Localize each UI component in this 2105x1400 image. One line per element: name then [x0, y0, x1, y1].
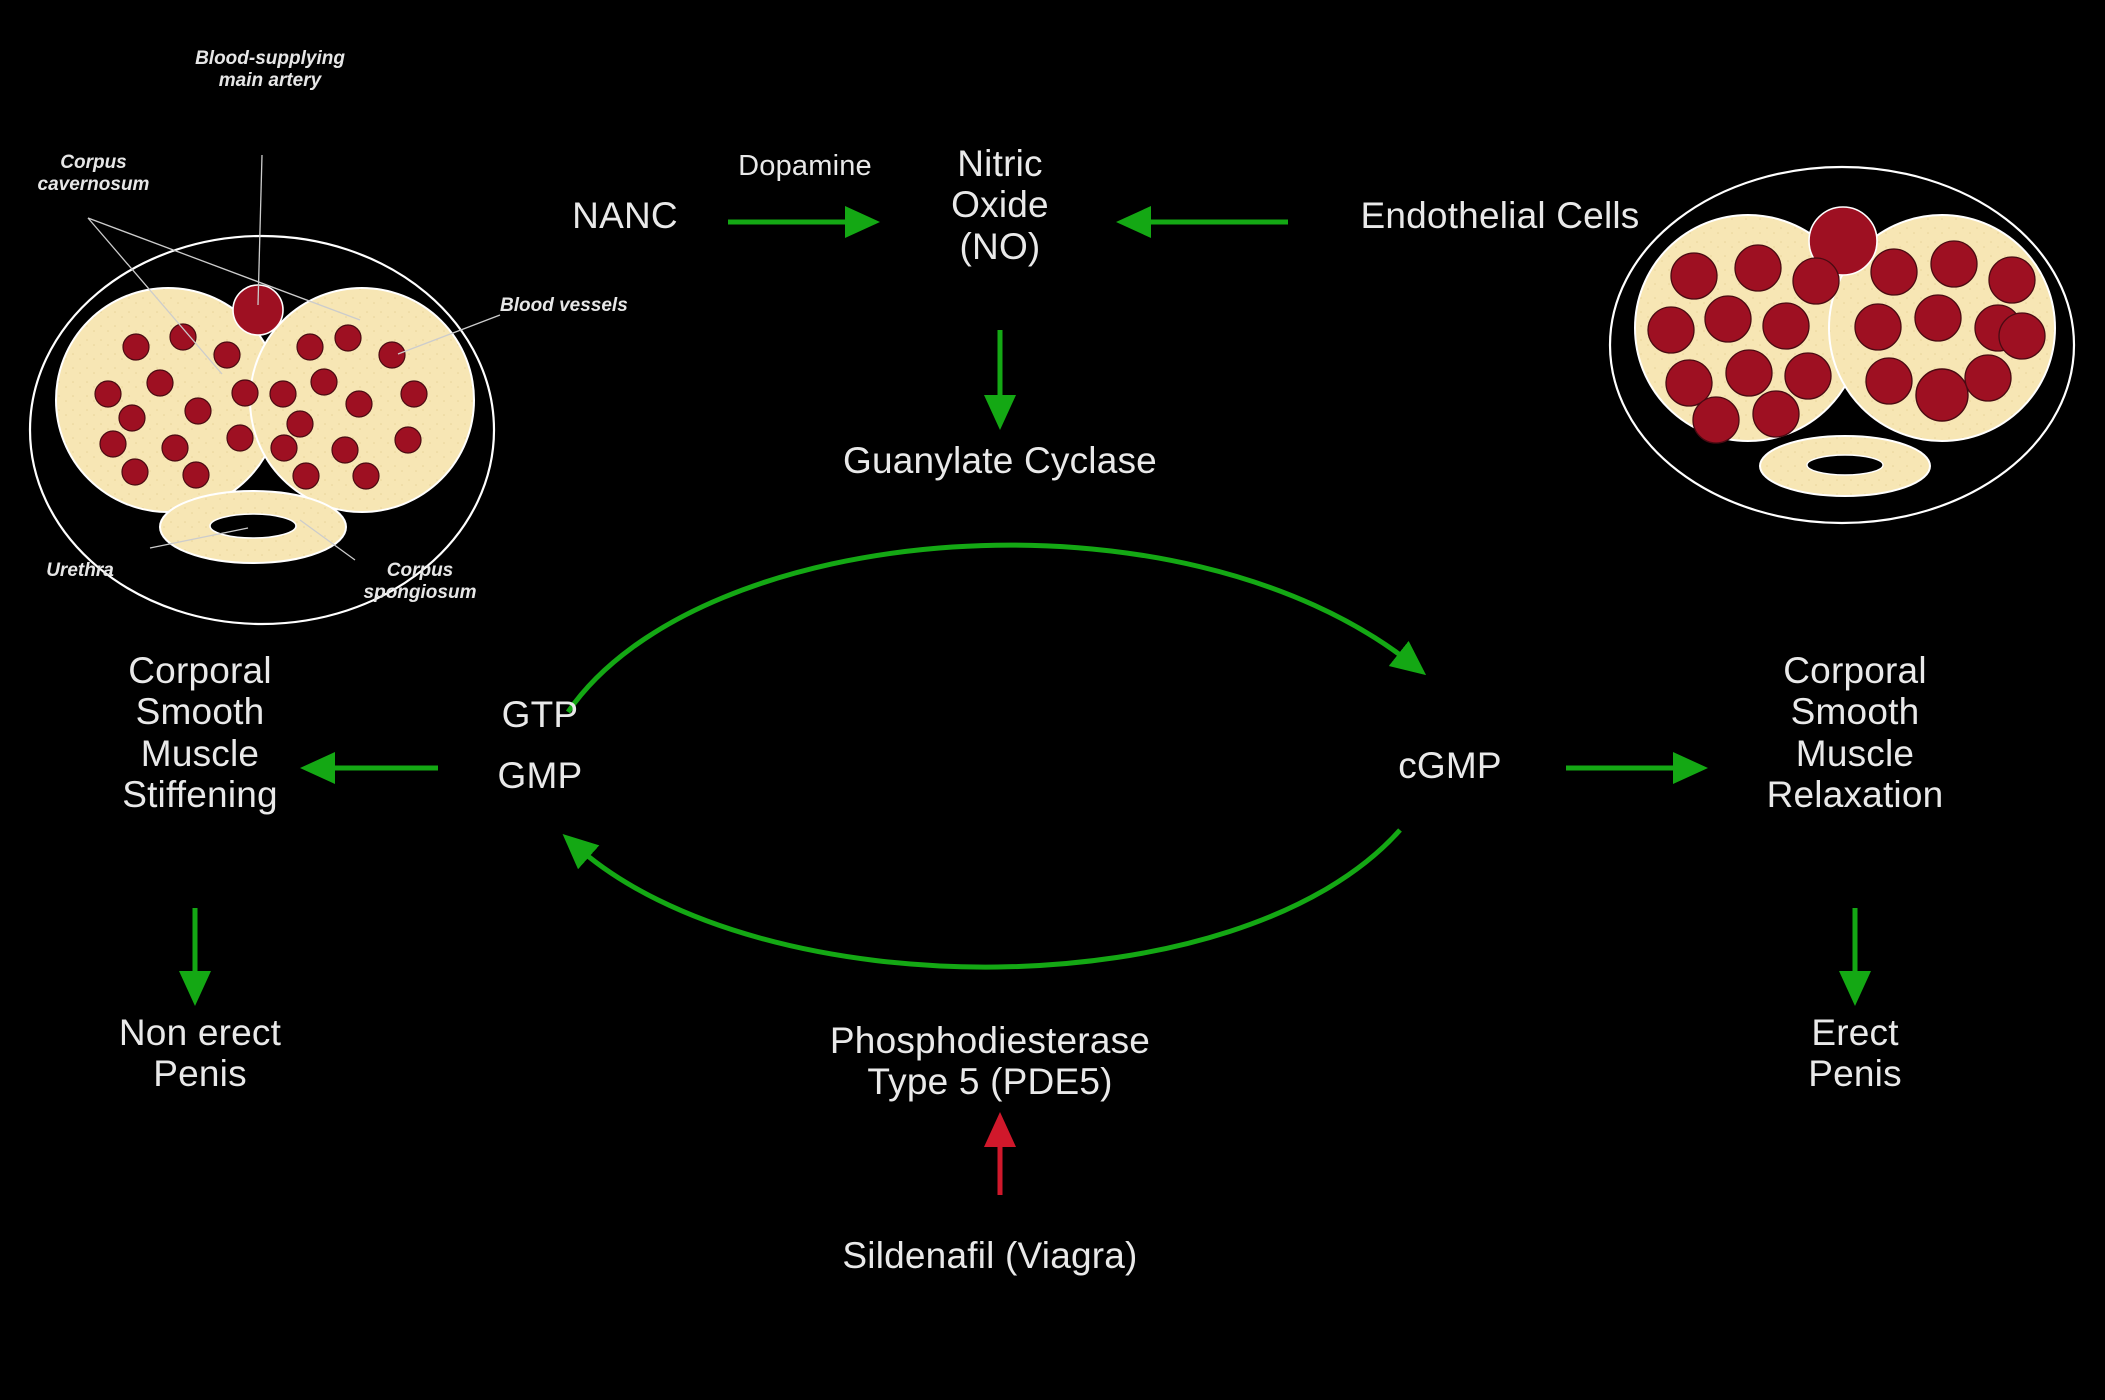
node-cgmp: cGMP — [1398, 745, 1502, 786]
label-blood-vessels: Blood vessels — [500, 295, 628, 316]
node-erect-penis: Erect Penis — [1808, 1012, 1902, 1095]
node-gtp: GTP — [501, 694, 579, 735]
node-dopamine: Dopamine — [738, 150, 872, 182]
node-endothelial-cells: Endothelial Cells — [1360, 195, 1640, 236]
flaccid-cross-section-graphic — [28, 154, 501, 626]
arrow-cgmp-to-gmp — [562, 828, 1402, 970]
node-pde5: Phosphodiesterase Type 5 (PDE5) — [829, 1020, 1151, 1103]
node-corporal-smooth-muscle-stiffening: Corporal Smooth Muscle Stiffening — [122, 650, 278, 816]
node-non-erect-penis: Non erect Penis — [118, 1012, 282, 1095]
label-corpus-spongiosum: Corpus spongiosum — [363, 560, 477, 603]
node-guanylate-cyclase: Guanylate Cyclase — [843, 440, 1157, 481]
node-nanc: NANC — [572, 195, 678, 236]
label-corpus-cavernosum: Corpus cavernosum — [37, 152, 150, 195]
arrow-gtp-to-cgmp — [565, 542, 1427, 714]
node-corporal-smooth-muscle-relaxation: Corporal Smooth Muscle Relaxation — [1766, 650, 1944, 816]
node-sildenafil: Sildenafil (Viagra) — [842, 1235, 1138, 1276]
label-urethra: Urethra — [46, 560, 114, 581]
node-gmp: GMP — [497, 755, 583, 796]
node-nitric-oxide: Nitric Oxide (NO) — [951, 143, 1049, 267]
label-blood-supplying-artery: Blood-supplying main artery — [195, 48, 345, 91]
